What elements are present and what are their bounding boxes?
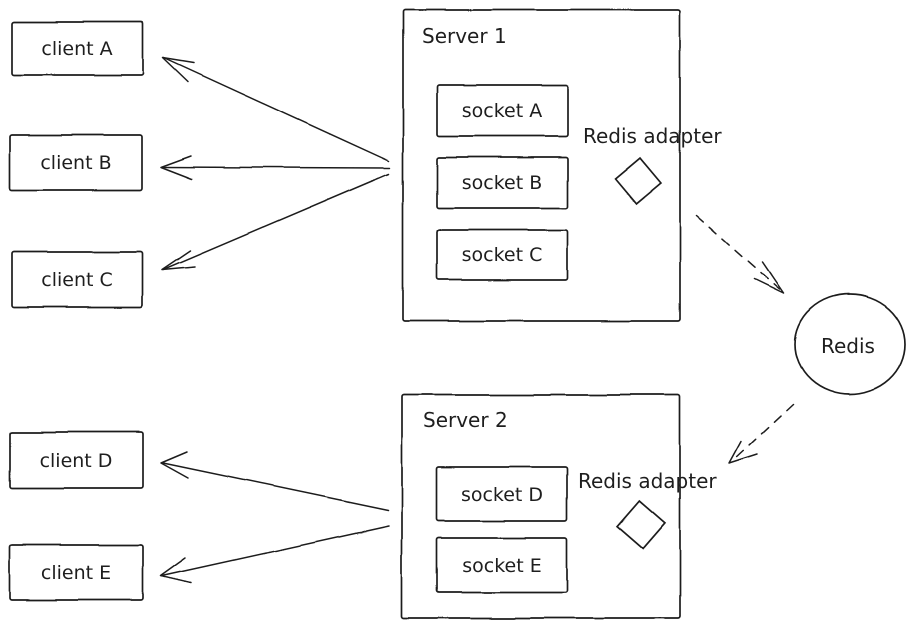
- arrow-redis-to-adapter2: [728, 403, 794, 464]
- socket-d-label: socket D: [461, 484, 543, 506]
- arrow-server1-to-client-c: [161, 173, 390, 271]
- socket-a-label: socket A: [462, 100, 542, 122]
- server-2-title: Server 2: [423, 408, 508, 432]
- socket-c-box: [436, 229, 569, 281]
- socket-d-box: [436, 466, 568, 522]
- redis-circle: [794, 293, 906, 395]
- server-1-adapter-label: Redis adapter: [583, 124, 722, 148]
- client-d-label: client D: [40, 450, 113, 472]
- client-d-box: [9, 431, 144, 489]
- socket-e-label: socket E: [462, 555, 541, 577]
- socket-b-label: socket B: [462, 172, 543, 194]
- socket-e-box: [436, 537, 568, 593]
- client-e-box: [9, 544, 144, 601]
- arrow-server1-to-client-a: [162, 57, 390, 162]
- arrow-server1-to-client-b: [160, 155, 391, 180]
- client-b-label: client B: [40, 152, 111, 174]
- client-a-label: client A: [41, 38, 112, 60]
- redis-adapter-icon: [613, 156, 663, 206]
- socket-b-box: [436, 156, 569, 209]
- client-b-box: [9, 134, 143, 191]
- redis-adapter-icon: [615, 499, 667, 551]
- arrow-adapter1-to-redis: [696, 215, 784, 294]
- socket-a-box: [436, 84, 569, 137]
- redis-label: Redis: [821, 334, 875, 358]
- client-a-box: [11, 21, 144, 76]
- arrow-server2-to-client-d: [160, 451, 389, 511]
- client-c-box: [11, 251, 143, 308]
- socket-c-label: socket C: [462, 244, 543, 266]
- server-2-adapter-label: Redis adapter: [578, 469, 717, 493]
- client-e-label: client E: [41, 562, 111, 584]
- arrow-server2-to-client-e: [160, 525, 390, 584]
- client-c-label: client C: [41, 269, 113, 291]
- server-1-title: Server 1: [422, 24, 507, 48]
